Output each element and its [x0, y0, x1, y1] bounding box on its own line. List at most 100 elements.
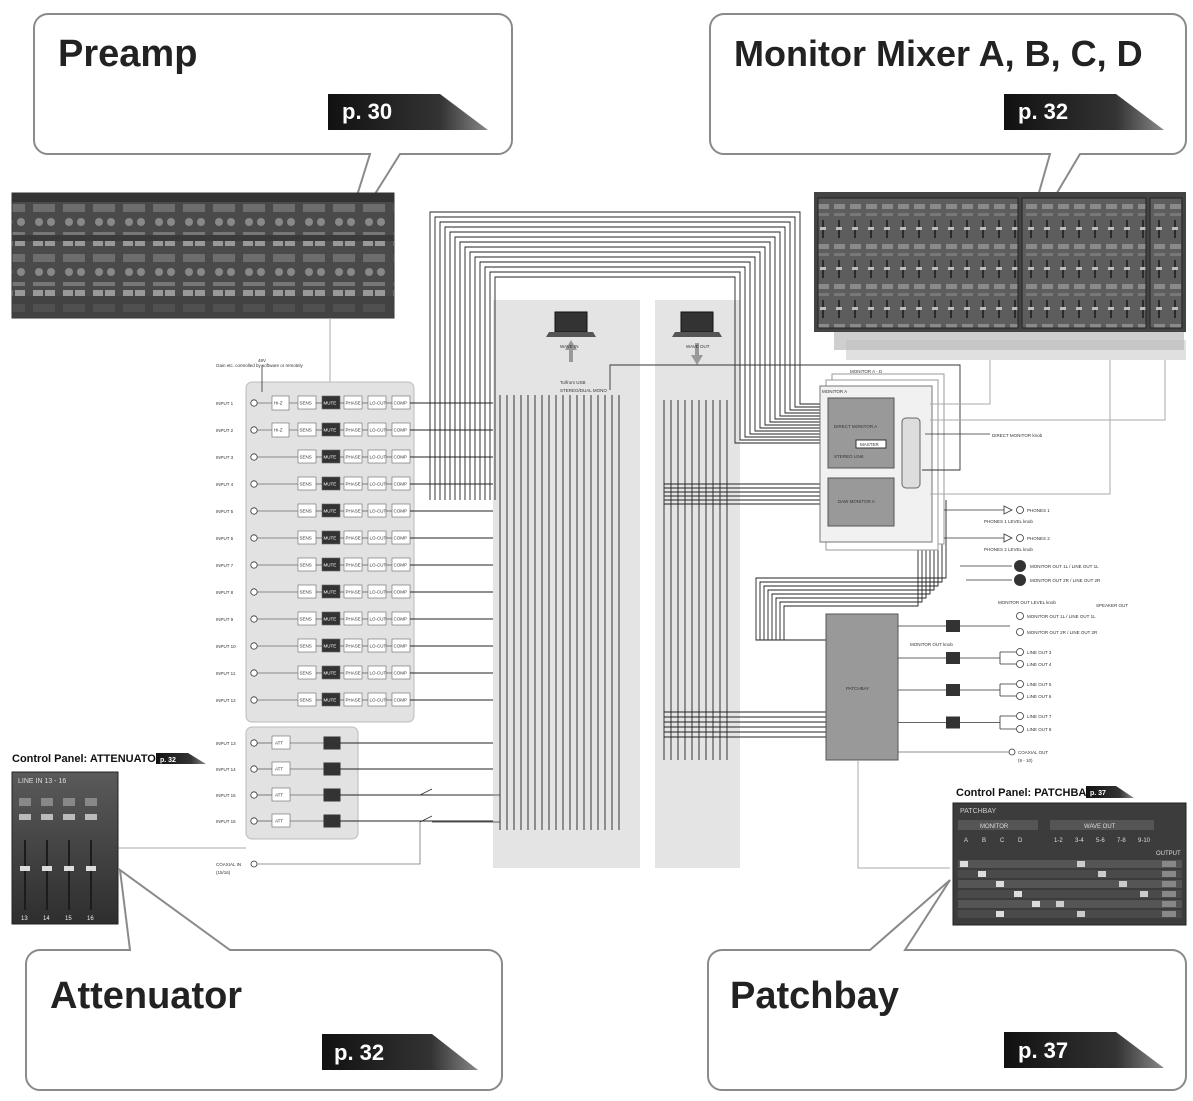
chain-block-3	[367, 665, 387, 680]
chain-block-3	[367, 557, 387, 572]
usb-sub: STEREO/DUAL MONO	[560, 388, 607, 393]
input-label: INPUT 2	[216, 428, 234, 433]
chain-label: PHASE	[346, 590, 361, 595]
patchbay-col-letter: C	[1000, 838, 1005, 844]
callout-patchbay-tag	[1004, 1032, 1164, 1068]
chain-label: COMP	[394, 401, 408, 406]
usb-note: To/from USB	[560, 380, 586, 385]
chain-block-2	[343, 584, 363, 599]
input-label: INPUT 7	[216, 563, 234, 568]
chain-block-0	[297, 584, 317, 599]
chain-label: PHASE	[346, 401, 361, 406]
callout-monitor-page: p. 32	[1018, 99, 1068, 124]
chain-block-4	[391, 395, 411, 410]
callout-preamp-page: p. 30	[342, 99, 392, 124]
chain-block-0	[297, 530, 317, 545]
chain-block-0	[297, 422, 317, 437]
chain-block-2	[343, 449, 363, 464]
chain-block-2	[343, 611, 363, 626]
input-jack	[250, 426, 258, 434]
monitor-out-level-label: MONITOR OUT LEVEL knob	[998, 600, 1056, 605]
input-jack	[250, 534, 258, 542]
phones-1-jack	[1016, 506, 1024, 514]
chain-block-4	[391, 503, 411, 518]
coaxial-out-label: COAXIAL OUT	[1018, 750, 1048, 755]
line-out-3-label: LINE OUT 3	[1027, 650, 1052, 655]
phones-2-jack	[1016, 534, 1024, 542]
chain-block-4	[391, 692, 411, 707]
wave-in-column	[493, 300, 640, 868]
input-jack	[250, 765, 258, 773]
chain-label: LO-CUT	[370, 563, 387, 568]
chain-block-1	[321, 692, 341, 707]
patchbay-col-pair: 7-8	[1117, 838, 1126, 844]
input-jack	[250, 696, 258, 704]
chain-label: MUTE	[324, 509, 337, 514]
chain-label: SENS	[300, 482, 312, 487]
chain-label: PHASE	[346, 563, 361, 568]
chain-block-1	[321, 557, 341, 572]
chain-label: SENS	[300, 590, 312, 595]
chain-label: MUTE	[324, 617, 337, 622]
att-block	[271, 735, 291, 750]
patchbay-col-letter: A	[964, 838, 968, 844]
callout-attenuator-title: Attenuator	[50, 975, 242, 1017]
attenuator-screen-title: LINE IN 13 - 16	[18, 778, 66, 785]
phones-2-label: PHONES 2	[1027, 536, 1050, 541]
patchbay-col-pair: 9-10	[1138, 838, 1151, 844]
chain-block-4	[391, 449, 411, 464]
patchbay-col-pair: 5-6	[1096, 838, 1105, 844]
patchbay-block-label: PATCHBAY	[846, 686, 869, 691]
chain-label: LO-CUT	[370, 671, 387, 676]
coaxial-out-sub: (9 - 10)	[1018, 758, 1033, 763]
input-jack	[250, 399, 258, 407]
chain-block-1	[321, 638, 341, 653]
chain-label: COMP	[394, 509, 408, 514]
speaker-out-label: MONITOR OUT 1L / LINE OUT 1L	[1030, 564, 1099, 569]
callout-patchbay: Patchbay p. 37	[707, 879, 1187, 1091]
attenuator-panel-label: Control Panel: ATTENUATOR	[12, 753, 164, 765]
chain-block-1	[321, 503, 341, 518]
chain-block-2	[343, 422, 363, 437]
chain-label: LO-CUT	[370, 455, 387, 460]
input-label: INPUT 3	[216, 455, 234, 460]
chain-block-1	[321, 530, 341, 545]
line-out-5-label: LINE OUT 5	[1027, 682, 1052, 687]
line-out-4-label: LINE OUT 4	[1027, 662, 1052, 667]
chain-block-0	[297, 692, 317, 707]
chain-block-2	[343, 665, 363, 680]
mute-block	[323, 736, 341, 750]
chain-block-1	[321, 584, 341, 599]
preamp-screenshot	[11, 192, 395, 319]
input-jack	[250, 561, 258, 569]
chain-block-3	[367, 692, 387, 707]
chain-label: MUTE	[324, 455, 337, 460]
coaxial-in-jack	[250, 860, 258, 868]
monitor-out-1-jack	[1016, 612, 1024, 620]
line-out-7-label: LINE OUT 7	[1027, 714, 1052, 719]
att-panel-channel: 14	[43, 916, 50, 922]
patchbay-output-header: OUTPUT	[1156, 851, 1181, 857]
chain-block-0	[297, 611, 317, 626]
chain-block-2	[343, 638, 363, 653]
chain-block-3	[367, 449, 387, 464]
monitor-box-title: MONITOR A - D	[850, 369, 883, 374]
chain-label: MUTE	[324, 536, 337, 541]
chain-label: SENS	[300, 698, 312, 703]
daw-monitor-box	[827, 477, 895, 527]
bus-lines	[419, 211, 947, 830]
chain-label: COMP	[394, 536, 408, 541]
chain-block-1	[321, 395, 341, 410]
input-label: INPUT 11	[216, 671, 236, 676]
hiz-block	[271, 395, 290, 411]
chain-label: PHASE	[346, 509, 361, 514]
callout-attenuator: Attenuator p. 32	[25, 867, 503, 1091]
monitor-out-2-label: MONITOR OUT 2R / LINE OUT 2R	[1027, 630, 1098, 635]
callout-monitor-title: Monitor Mixer A, B, C, D	[734, 33, 1143, 74]
line-out-5-jack	[1016, 680, 1024, 688]
chain-label: LO-CUT	[370, 401, 387, 406]
monitor-out-2-jack	[1016, 628, 1024, 636]
input-jack	[250, 817, 258, 825]
